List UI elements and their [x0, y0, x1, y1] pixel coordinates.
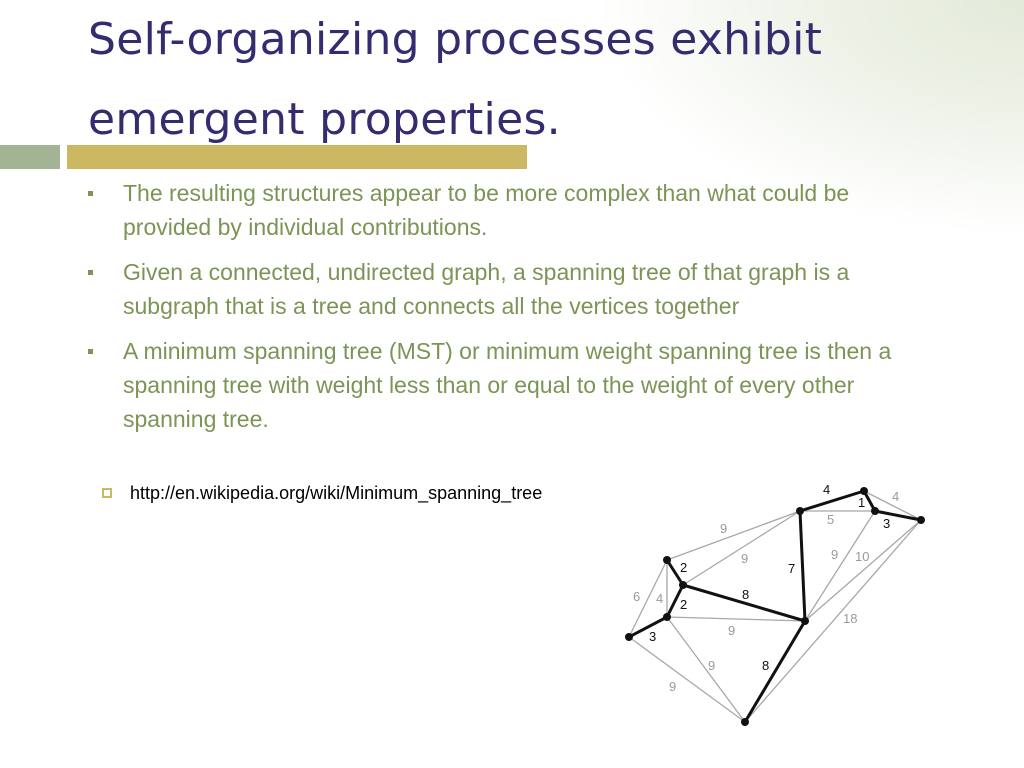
edge-weight-label: 9	[669, 679, 676, 694]
graph-edge-light	[804, 510, 876, 622]
edge-weight-label: 9	[741, 551, 748, 566]
graph-node	[917, 516, 925, 524]
edge-weight-label: 6	[633, 589, 640, 604]
graph-edge-light	[628, 559, 668, 638]
graph-edge-light	[666, 616, 746, 723]
graph-edge-mst	[682, 583, 806, 623]
edge-weight-label: 9	[831, 547, 838, 562]
graph-edge-mst	[665, 559, 685, 586]
graph-edge-light	[804, 519, 922, 622]
graph-node	[679, 581, 687, 589]
hollow-square-bullet-icon	[102, 488, 112, 498]
bullet-square-icon	[88, 270, 93, 275]
sub-bullet-link[interactable]: http://en.wikipedia.org/wiki/Minimum_spa…	[102, 480, 543, 506]
bullet-list: The resulting structures appear to be mo…	[88, 176, 918, 447]
graph-node	[796, 507, 804, 515]
graph-edge-mst	[665, 584, 685, 618]
edge-weight-label: 3	[649, 629, 656, 644]
bullet-square-icon	[88, 191, 93, 196]
graph-node	[860, 487, 868, 495]
graph-node	[741, 718, 749, 726]
edge-weight-label: 5	[827, 512, 834, 527]
edge-weight-label: 9	[708, 658, 715, 673]
graph-edge-mst	[874, 509, 922, 522]
edge-weight-label: 4	[823, 482, 830, 497]
graph-edge-mst	[799, 489, 865, 513]
edge-weight-label: 9	[720, 521, 727, 536]
graph-edge-light	[682, 510, 801, 586]
edge-weight-label: 18	[843, 611, 857, 626]
bullet-square-icon	[88, 349, 93, 354]
edge-weight-label: 8	[762, 658, 769, 673]
graph-edge-mst	[743, 620, 807, 723]
edge-weight-label: 3	[883, 516, 890, 531]
sub-bullet-text: http://en.wikipedia.org/wiki/Minimum_spa…	[130, 483, 543, 503]
spanning-tree-graph: 4 1 3 7 2 2 3 8 8 5 4 9 10 18 9 9 6 4 9 …	[625, 482, 925, 726]
edge-weight-label: 1	[858, 495, 865, 510]
edge-weight-label: 9	[728, 623, 735, 638]
slide-title: Self-organizing processes exhibit emerge…	[88, 14, 823, 145]
accent-bar-gold	[67, 145, 527, 169]
graph-edge-light	[744, 519, 922, 723]
graph-node	[663, 556, 671, 564]
edge-weight-label: 2	[680, 560, 687, 575]
graph-edge-light	[863, 490, 922, 521]
graph-edge-mst	[798, 510, 807, 622]
edge-weight-label: 4	[892, 489, 899, 504]
graph-node	[871, 507, 879, 515]
edge-weight-label: 7	[788, 561, 795, 576]
graph-node	[801, 617, 809, 625]
graph-edge-light	[628, 636, 746, 723]
graph-node	[625, 633, 633, 641]
graph-edge-light	[666, 510, 801, 561]
graph-node	[663, 613, 671, 621]
edge-weight-label: 10	[855, 549, 869, 564]
graph-edge-light	[666, 616, 806, 622]
edge-weight-label: 2	[680, 597, 687, 612]
bullet-item: A minimum spanning tree (MST) or minimum…	[88, 334, 918, 436]
bullet-item: The resulting structures appear to be mo…	[88, 176, 918, 244]
bullet-text: Given a connected, undirected graph, a s…	[123, 259, 850, 319]
bullet-item: Given a connected, undirected graph, a s…	[88, 255, 918, 323]
graph-edge-mst	[628, 615, 668, 639]
edge-weight-label: 8	[742, 587, 749, 602]
edge-weight-label: 4	[656, 591, 663, 606]
bullet-text: The resulting structures appear to be mo…	[123, 180, 850, 240]
accent-bar-green	[0, 145, 60, 169]
bullet-text: A minimum spanning tree (MST) or minimum…	[123, 338, 892, 432]
